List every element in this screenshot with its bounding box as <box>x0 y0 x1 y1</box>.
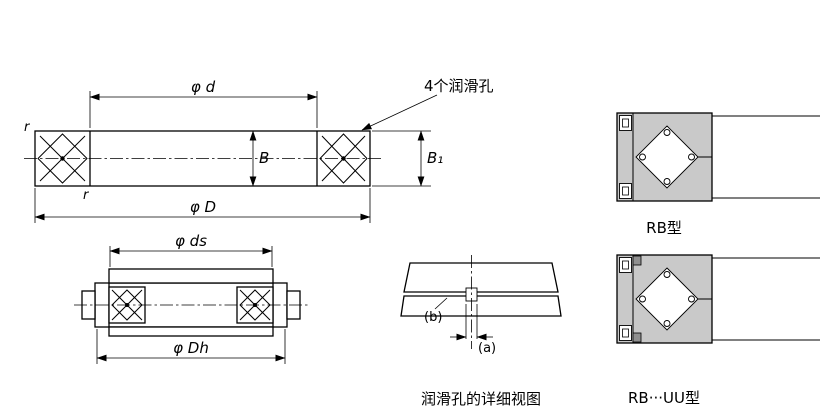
corner-relief-dot <box>639 153 646 161</box>
crossed-roller-symbol-left <box>37 133 88 184</box>
crossed-roller-symbol-right <box>319 133 368 184</box>
corner-relief-dot <box>663 129 671 136</box>
dimension-shaft-shoulder: φ ds <box>109 232 273 267</box>
corner-relief-dot <box>688 153 695 161</box>
roller-center-dot <box>60 156 65 161</box>
figure-rb-uu-type-section: RB···UU型 <box>616 254 820 407</box>
dimension-bore-diameter: φ d <box>89 78 318 128</box>
roller-diamond <box>111 289 143 321</box>
lube-detail-caption: 润滑孔的详细视图 <box>421 390 541 408</box>
dimension-housing-shoulder: φ Dh <box>96 329 286 364</box>
dimension-width-b: B <box>249 130 269 187</box>
label-fillet-r-top: r <box>24 120 31 135</box>
label-dim-ds: φ ds <box>175 232 207 250</box>
dimension-outer-diameter: φ D <box>34 188 371 223</box>
retainer-bolt-top <box>619 115 632 131</box>
figure-rb-type-section: RB型 <box>616 112 820 237</box>
roller-diamond <box>239 289 271 321</box>
seal-bottom <box>632 332 642 343</box>
label-dim-width-b1: B₁ <box>427 149 443 167</box>
label-lube-holes: 4个润滑孔 <box>424 77 494 95</box>
roller-diamond <box>635 125 699 189</box>
ring-half-upper <box>403 262 559 293</box>
inner-ring-top-plate <box>108 268 274 284</box>
label-dim-outer: φ D <box>190 198 216 216</box>
retainer-bolt-top-detail <box>622 118 629 128</box>
dimension-hole-offset-b: (b) <box>424 297 448 325</box>
label-fillet-r-bottom: r <box>83 188 90 203</box>
corner-relief-dot <box>663 271 671 278</box>
retainer-bolt-top <box>619 257 632 273</box>
label-dim-width: B <box>259 149 269 167</box>
roller-diamond <box>37 133 88 184</box>
retainer-bolt-bottom <box>619 183 632 199</box>
corner-relief-dot <box>688 295 695 303</box>
dimension-hole-width-a: (a) <box>450 304 496 356</box>
label-dim-b: (b) <box>424 310 442 325</box>
rb-uu-type-caption: RB···UU型 <box>628 389 700 407</box>
retainer-bolt-top-detail <box>622 260 629 270</box>
label-dim-a: (a) <box>478 341 496 356</box>
seal-top <box>632 255 642 266</box>
retainer-bolt-bottom <box>619 325 632 341</box>
leader-line <box>361 94 438 131</box>
retainer-bolt-bottom-detail <box>622 328 629 338</box>
corner-relief-dot <box>663 320 671 327</box>
rb-type-caption: RB型 <box>646 219 682 237</box>
leader-line <box>434 297 448 310</box>
dimension-width-b1: B₁ <box>372 130 443 187</box>
corner-relief-dot <box>663 178 671 185</box>
roller-diamond <box>635 267 699 331</box>
figure-main-cross-section: φ d B B₁ φ D 4个润滑孔 r r <box>24 77 494 223</box>
corner-relief-dot <box>639 295 646 303</box>
lube-holes-callout: 4个润滑孔 <box>361 77 494 131</box>
ring-half-lower <box>400 295 562 317</box>
roller-diamond <box>319 133 368 184</box>
label-dim-dh: φ Dh <box>173 339 209 357</box>
inner-ring-bottom-lip <box>108 326 274 337</box>
figure-mounting-cross-section: φ ds φ Dh <box>74 232 308 364</box>
retainer-bolt-bottom-detail <box>622 186 629 196</box>
figure-lube-hole-detail: (a) (b) 润滑孔的详细视图 <box>400 255 562 408</box>
roller-center-dot <box>341 156 346 161</box>
label-dim-bore: φ d <box>191 78 216 96</box>
